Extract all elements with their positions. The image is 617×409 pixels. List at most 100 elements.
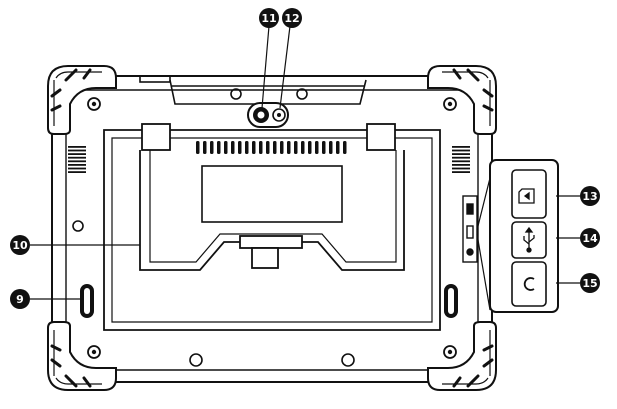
callout-10: 10 xyxy=(10,235,30,255)
handle-latch-tab xyxy=(251,247,279,269)
side-vent-slat xyxy=(452,153,470,155)
bumper-ridge xyxy=(55,71,102,79)
side-port-sd xyxy=(466,203,474,215)
bumper-grip xyxy=(482,358,494,368)
bumper-ridge xyxy=(442,71,489,79)
callout-12: 12 xyxy=(282,8,302,28)
callout-15: 15 xyxy=(580,273,600,293)
bumper-grip xyxy=(482,88,494,98)
screw-bottom-right xyxy=(341,353,355,367)
side-vent-slat xyxy=(452,167,470,170)
kickstand-hinge-right xyxy=(366,123,396,151)
vent-slot xyxy=(245,141,249,154)
callout-11-label: 11 xyxy=(261,12,276,25)
vent-slot xyxy=(210,141,214,154)
side-vent-slat xyxy=(68,171,86,173)
bumper-shell xyxy=(427,65,497,135)
bumper-grip xyxy=(82,376,92,388)
callout-11: 11 xyxy=(259,8,279,28)
camera-bar-housing xyxy=(169,79,367,105)
callout-13: 13 xyxy=(580,186,600,206)
side-vent-slat xyxy=(68,146,86,148)
side-vent-slat xyxy=(68,164,86,166)
bumper-grip xyxy=(482,104,494,112)
callout-13-badge xyxy=(580,186,600,206)
screw-left-mid xyxy=(72,220,84,232)
callout-10-badge xyxy=(10,235,30,255)
vent-slot xyxy=(315,141,319,154)
callout-9-badge xyxy=(10,289,30,309)
side-vent-slat xyxy=(452,146,470,148)
bumper-grip xyxy=(64,68,78,82)
vent-slot xyxy=(266,141,270,154)
side-vent-slat xyxy=(68,167,86,170)
bumper-bottom-left xyxy=(47,321,117,391)
vent-slot xyxy=(259,141,263,154)
bumper-screw-center xyxy=(91,101,97,107)
handle-loop-inner xyxy=(149,150,397,263)
bumper-bottom-right xyxy=(427,321,497,391)
label-plate xyxy=(201,165,343,223)
bumper-top-right xyxy=(427,65,497,135)
vent-slot xyxy=(196,141,200,154)
leader-12 xyxy=(279,25,291,109)
callout-14-label: 14 xyxy=(582,232,598,245)
bumper-grip xyxy=(64,374,78,388)
leader-lines xyxy=(30,25,580,300)
camera-bar-screw-right xyxy=(296,88,308,100)
bumper-grip xyxy=(466,374,480,388)
kickstand-hinge-left xyxy=(141,123,171,151)
camera-lens-icon xyxy=(253,107,269,123)
kickstand-inner-outline xyxy=(111,137,433,323)
callout-12-badge xyxy=(282,8,302,28)
vent-slot xyxy=(329,141,333,154)
callout-10-label: 10 xyxy=(12,239,28,252)
camera-flash-icon xyxy=(272,108,286,122)
side-vent-slat xyxy=(452,164,470,166)
vent-slot xyxy=(217,141,221,154)
bumper-grip xyxy=(482,344,494,352)
vent-slot xyxy=(273,141,277,154)
bumper-top-left xyxy=(47,65,117,135)
vent-slot xyxy=(343,141,347,154)
vent-slot xyxy=(203,141,207,154)
kickstand-outer xyxy=(103,129,441,331)
leader-11 xyxy=(261,25,270,109)
bumper-grip xyxy=(452,68,462,80)
side-vent-slat xyxy=(452,171,470,173)
camera-module xyxy=(247,102,289,128)
side-vent-left xyxy=(68,146,86,173)
body-side-ports xyxy=(462,195,478,263)
vent-slot xyxy=(224,141,228,154)
side-port-dc xyxy=(466,248,474,256)
vent-slot xyxy=(308,141,312,154)
port-detail-panel xyxy=(476,159,559,313)
vent-slot xyxy=(287,141,291,154)
kickstand-handle xyxy=(103,123,441,331)
side-vent-right xyxy=(452,146,470,173)
speaker-right-grille xyxy=(448,288,454,314)
tablet-inner-frame xyxy=(65,89,479,371)
bumper-grip xyxy=(452,376,462,388)
callout-14: 14 xyxy=(580,228,600,248)
corner-bumpers xyxy=(47,65,497,391)
bumper-shell xyxy=(427,321,497,391)
callout-13-label: 13 xyxy=(582,190,597,203)
screw-bottom-left xyxy=(189,353,203,367)
dc-power-port xyxy=(511,261,547,307)
vent-slot xyxy=(252,141,256,154)
dc-power-port-icon xyxy=(523,277,535,291)
bumper-screw-center xyxy=(447,349,453,355)
bumper-grip xyxy=(50,344,62,352)
handle-latch xyxy=(239,235,303,249)
side-port-usb xyxy=(466,225,474,239)
usb-port xyxy=(511,221,547,259)
bumper-screw-center xyxy=(447,101,453,107)
side-vent-slat xyxy=(68,149,86,152)
bumper-screw-center xyxy=(91,349,97,355)
side-vent-slat xyxy=(68,156,86,159)
bumper-ridge xyxy=(442,377,489,385)
callout-12-label: 12 xyxy=(284,12,299,25)
